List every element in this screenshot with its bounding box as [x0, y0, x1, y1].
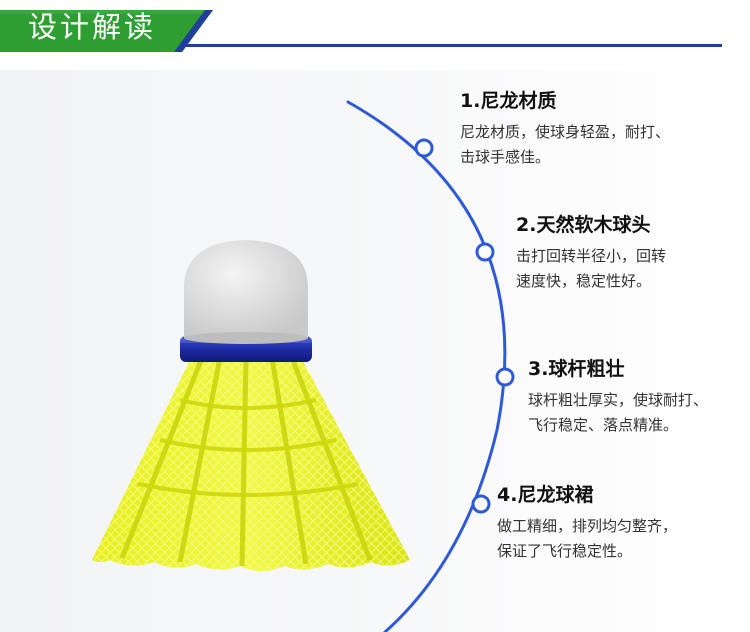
- feature-title: 3.球杆粗壮: [528, 358, 625, 380]
- arc-dot-4: [471, 494, 491, 514]
- section-header: 设计解读: [0, 0, 750, 56]
- feature-description: 击打回转半径小，回转 速度快，稳定性好。: [516, 247, 667, 290]
- feature-nylon-skirt: 4.尼龙球裙 做工精细，排列均匀整齐， 保证了飞行稳定性。: [497, 482, 677, 564]
- feature-title: 1.尼龙材质: [460, 90, 557, 112]
- feature-title: 4.尼龙球裙: [497, 484, 594, 506]
- header-title: 设计解读: [28, 10, 157, 44]
- shuttlecock-image: [92, 240, 410, 571]
- feature-nylon-material: 1.尼龙材质 尼龙材质，使球身轻盈，耐打、 击球手感佳。: [460, 88, 670, 170]
- design-panel: 1.尼龙材质 尼龙材质，使球身轻盈，耐打、 击球手感佳。 2.天然软木球头 击打…: [0, 70, 750, 632]
- feature-cork-head: 2.天然软木球头 击打回转半径小，回转 速度快，稳定性好。: [516, 212, 666, 294]
- feature-description: 做工精细，排列均匀整齐， 保证了飞行稳定性。: [497, 517, 678, 560]
- feature-description: 球杆粗壮厚实，使球耐打、 飞行稳定、落点精准。: [528, 391, 709, 434]
- feature-title: 2.天然软木球头: [516, 214, 651, 236]
- feature-description: 尼龙材质，使球身轻盈，耐打、 击球手感佳。: [460, 123, 671, 166]
- arc-dot-3: [495, 367, 515, 387]
- arc-dot-2: [475, 242, 495, 262]
- arc-dot-1: [414, 138, 434, 158]
- header-banner-shape: [0, 10, 722, 52]
- feature-shaft: 3.球杆粗壮 球杆粗壮厚实，使球耐打、 飞行稳定、落点精准。: [528, 356, 708, 438]
- feature-arc: [346, 100, 515, 632]
